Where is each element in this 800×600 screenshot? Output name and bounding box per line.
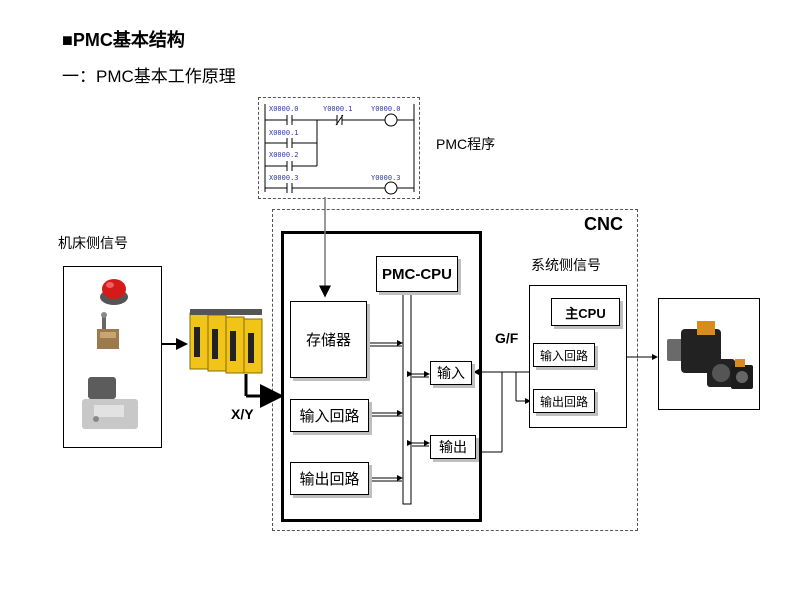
system-output-circuit-block: 输出回路 — [533, 389, 595, 413]
servo-motor-icon — [667, 321, 753, 389]
ladder-contact-label: X0000.3 — [269, 174, 299, 182]
ladder-contact-label: Y0000.1 — [323, 105, 353, 113]
ladder-contact-label: X0000.0 — [269, 105, 299, 113]
cnc-boundary — [272, 209, 638, 531]
xy-label: X/Y — [231, 406, 254, 422]
main-cpu-block: 主CPU — [551, 298, 620, 326]
ladder-contact-label: X0000.1 — [269, 129, 299, 137]
pmc-program-label: PMC程序 — [436, 136, 496, 152]
machine-signal-box — [63, 266, 162, 448]
input-circuit-block: 输入回路 — [290, 399, 369, 432]
servo-motor-box — [658, 298, 760, 410]
output-circuit-block: 输出回路 — [290, 462, 369, 495]
input-port-block: 输入 — [430, 361, 472, 385]
pmc-program-box: X0000.0 Y0000.1 Y0000.0 X0000.1 X0000.2 … — [258, 97, 420, 199]
machine-signal-label: 机床侧信号 — [58, 235, 128, 251]
pmc-bus — [402, 291, 412, 505]
cnc-label: CNC — [584, 214, 623, 234]
ladder-coil-label: Y0000.0 — [371, 105, 401, 113]
output-port-block: 输出 — [430, 435, 476, 459]
memory-block: 存储器 — [290, 301, 367, 378]
ladder-contact-label: X0000.2 — [269, 151, 299, 159]
page-title: ■PMC基本结构 — [62, 30, 185, 50]
pmc-cpu-block: PMC-CPU — [376, 256, 458, 292]
io-module-icon — [189, 309, 263, 374]
system-input-circuit-block: 输入回路 — [533, 343, 595, 367]
io-module — [186, 305, 266, 375]
page-subtitle: 一：PMC基本工作原理 — [62, 67, 236, 86]
sensor-devices-icon — [82, 279, 138, 429]
ladder-coil-label: Y0000.3 — [371, 174, 401, 182]
ladder-diagram: X0000.0 Y0000.1 Y0000.0 X0000.1 X0000.2 … — [264, 104, 415, 195]
system-signal-label: 系统侧信号 — [531, 257, 601, 273]
gf-label: G/F — [495, 330, 519, 346]
